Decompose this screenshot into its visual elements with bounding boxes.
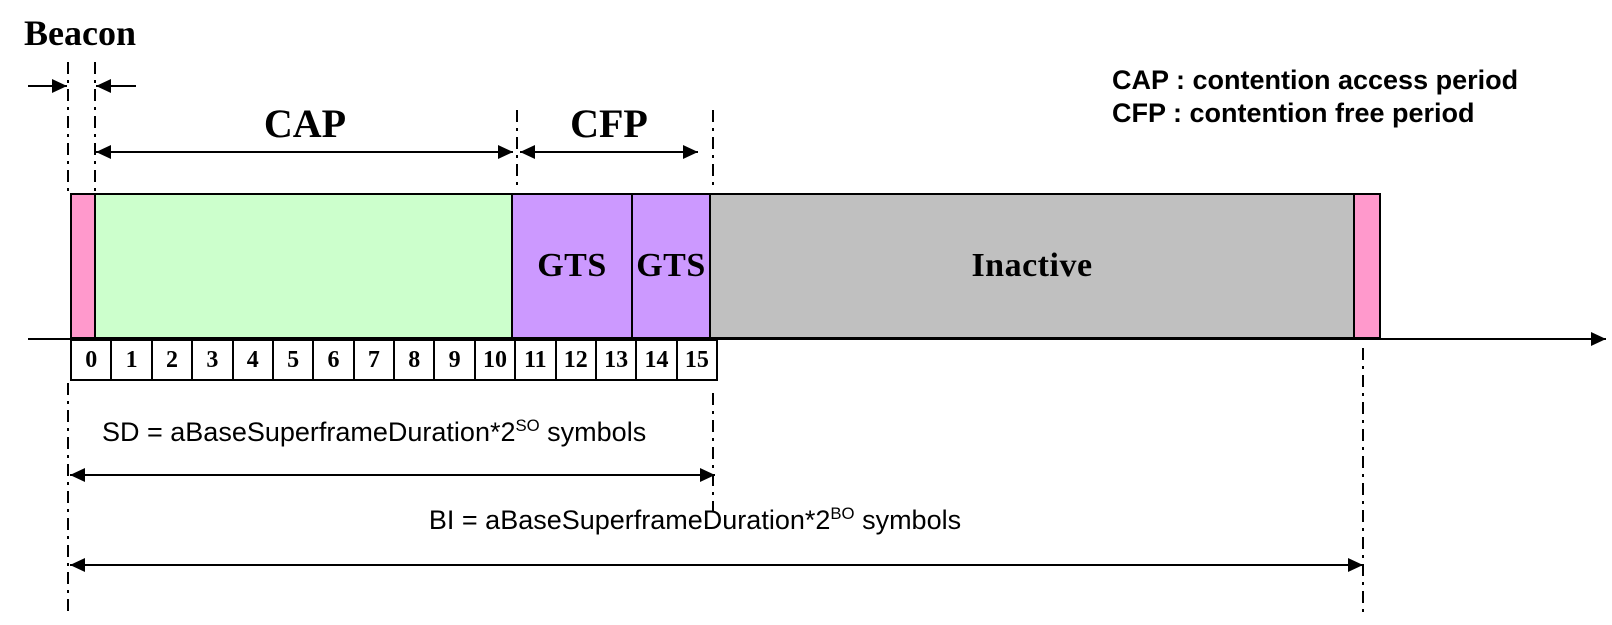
gts-region-2: GTS	[631, 193, 711, 339]
slot-cell: 3	[191, 339, 234, 381]
arrowhead-left-icon	[96, 145, 111, 159]
inactive-region: Inactive	[709, 193, 1355, 339]
arrowhead-left-icon	[70, 468, 85, 482]
slot-cell: 14	[635, 339, 678, 381]
arrowhead-right-icon	[1591, 332, 1606, 346]
bi-formula: BI = aBaseSuperframeDuration*2BO symbols	[70, 504, 1320, 536]
cfp-extent-arrow	[520, 145, 698, 159]
arrowhead-right-icon	[52, 79, 67, 93]
slot-cell: 7	[352, 339, 395, 381]
slot-cell: 9	[433, 339, 476, 381]
arrowhead-left-icon	[96, 79, 111, 93]
slot-cell: 4	[231, 339, 274, 381]
gts1-label: GTS	[537, 247, 607, 284]
guide-line-beacon-left-top	[67, 62, 69, 192]
bi-formula-base: BI = aBaseSuperframeDuration*2	[428, 505, 831, 535]
cap-extent-arrow	[96, 145, 513, 159]
guide-line-beacon-left-bottom	[67, 383, 69, 612]
arrowhead-right-icon	[683, 145, 698, 159]
sd-extent-arrow	[70, 468, 715, 482]
beacon-slot-start	[70, 193, 96, 339]
arrowhead-right-icon	[1348, 558, 1363, 572]
sd-formula-exponent: SO	[515, 416, 540, 435]
slot-cell: 1	[110, 339, 153, 381]
slot-cell: 12	[554, 339, 597, 381]
legend-cap-definition: CAP : contention access period	[1112, 65, 1519, 95]
gts-region-1: GTS	[511, 193, 633, 339]
bi-extent-arrow	[70, 558, 1363, 572]
cap-region	[94, 193, 513, 339]
guide-line-beacon-right	[94, 62, 96, 192]
beacon-width-arrow-right	[96, 79, 136, 93]
beacon-slot-end	[1353, 193, 1381, 339]
time-axis	[28, 332, 1606, 346]
legend-cfp-definition: CFP : contention free period	[1112, 98, 1475, 128]
arrowhead-right-icon	[700, 468, 715, 482]
bi-formula-exponent: BO	[830, 504, 855, 523]
slot-cell: 15	[675, 339, 718, 381]
guide-line-bi-end	[1362, 348, 1364, 612]
guide-line-cfp-end-top	[712, 110, 714, 190]
slot-cell: 5	[271, 339, 315, 381]
slot-cell: 10	[473, 339, 517, 381]
slot-cell: 2	[150, 339, 194, 381]
slot-cell: 8	[393, 339, 436, 381]
beacon-label: Beacon	[24, 13, 136, 53]
slot-cell: 6	[312, 339, 355, 381]
slot-number-row: 0 1 2 3 4 5 6 7 8 9 10 11 12 13 14 15	[70, 339, 718, 381]
arrowhead-left-icon	[520, 145, 535, 159]
legend: CAP : contention access period CFP : con…	[1112, 64, 1518, 130]
cap-period-label: CAP	[263, 101, 347, 146]
superframe-bar: GTS GTS Inactive	[70, 193, 1391, 339]
sd-formula-base: SD = aBaseSuperframeDuration*2	[102, 417, 516, 447]
guide-line-sd-end	[712, 393, 714, 512]
inactive-label: Inactive	[971, 247, 1093, 284]
gts2-label: GTS	[636, 247, 706, 284]
slot-cell: 0	[70, 339, 113, 381]
beacon-width-arrow-left	[28, 79, 67, 93]
sd-formula-unit: symbols	[539, 417, 647, 447]
arrowhead-right-icon	[498, 145, 513, 159]
slot-cell: 13	[594, 339, 638, 381]
slot-cell: 11	[514, 339, 557, 381]
cfp-period-label: CFP	[570, 101, 648, 146]
arrowhead-left-icon	[70, 558, 85, 572]
sd-formula: SD = aBaseSuperframeDuration*2SO symbols	[102, 416, 646, 448]
bi-formula-unit: symbols	[854, 505, 962, 535]
guide-line-cap-cfp-boundary	[516, 110, 518, 190]
